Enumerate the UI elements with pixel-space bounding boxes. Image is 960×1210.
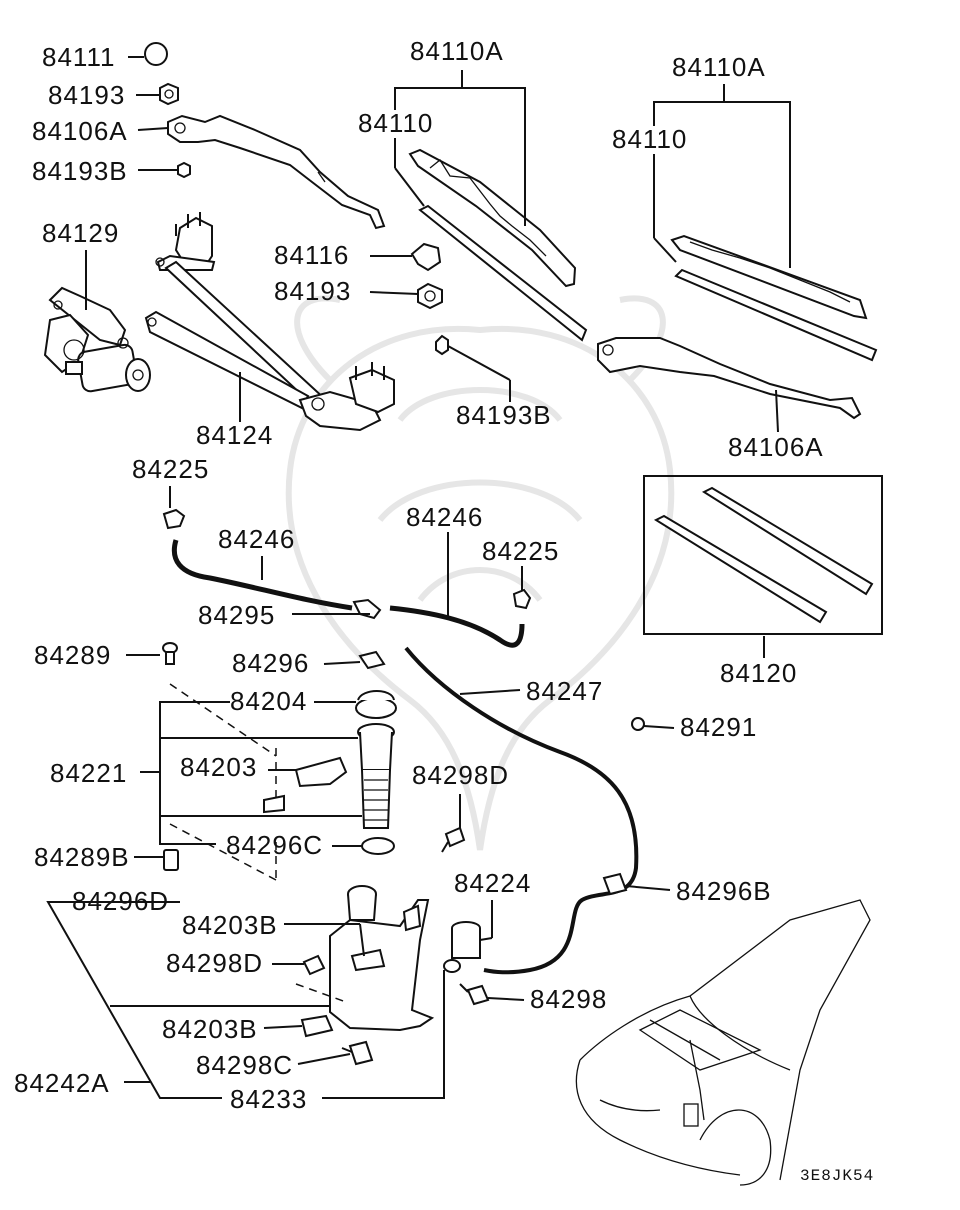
- hose-84246-right: [389, 605, 525, 648]
- label-84298D-low: 84298D: [166, 948, 263, 978]
- nozzle-84225-left: [162, 508, 186, 530]
- hose-84246-left: [171, 539, 353, 611]
- label-84295: 84295: [198, 600, 275, 630]
- label-84225-right: 84225: [482, 536, 559, 566]
- bracket-84203B-low: [300, 1014, 334, 1038]
- label-84203B-low: 84203B: [162, 1014, 258, 1044]
- label-84110A-right: 84110A: [672, 52, 766, 82]
- clip-84296: [358, 650, 386, 670]
- diagram-code: 3E8JK54: [800, 1167, 874, 1185]
- leader-lines: [46, 56, 791, 1099]
- screw-84298D-mid: [441, 826, 466, 853]
- nut-84193B-mid: [435, 334, 449, 356]
- hose-84247: [404, 646, 639, 975]
- band-84296C: [361, 837, 395, 855]
- label-84129: 84129: [42, 218, 119, 248]
- nut-84291: [631, 717, 645, 731]
- clip-84296B: [602, 872, 628, 896]
- screw-84298C: [341, 1040, 374, 1066]
- wiper-blade-84110-right: [670, 234, 878, 362]
- cap-84111: [144, 42, 168, 66]
- washer-pump-84224: [443, 921, 481, 973]
- label-84111: 84111: [42, 42, 115, 72]
- nozzle-84225-right: [512, 588, 532, 610]
- wiper-arm-84106A-left: [167, 114, 386, 230]
- label-84233: 84233: [230, 1084, 307, 1114]
- label-84193B-mid: 84193B: [456, 400, 552, 430]
- wiper-linkage-84124: [144, 212, 395, 432]
- label-84298C: 84298C: [196, 1050, 293, 1080]
- washer-tank-84242A: [329, 885, 435, 1032]
- wiper-motor-84129: [43, 286, 151, 393]
- bracket-84203: [263, 756, 348, 814]
- label-84203: 84203: [180, 752, 257, 782]
- nut-84193-mid: [417, 282, 443, 310]
- nut-84193B-left: [177, 161, 191, 179]
- label-84298: 84298: [530, 984, 607, 1014]
- vehicle-location-sketch: [575, 899, 871, 1186]
- filler-cap-84204: [355, 690, 397, 719]
- cap-84116: [410, 242, 442, 272]
- label-84116: 84116: [274, 240, 349, 270]
- label-84246-left: 84246: [218, 524, 295, 554]
- screw-84298D-low: [302, 954, 326, 976]
- bolt-84289B: [163, 849, 179, 871]
- label-84296D: 84296D: [72, 886, 169, 916]
- blade-refill-box-84120: [643, 475, 883, 635]
- label-84291: 84291: [680, 712, 757, 742]
- label-84246-right: 84246: [406, 502, 483, 532]
- label-84203B-top: 84203B: [182, 910, 278, 940]
- screw-84298: [459, 983, 490, 1006]
- bolt-84289: [162, 642, 178, 665]
- label-84221: 84221: [50, 758, 127, 788]
- label-84106A-left: 84106A: [32, 116, 128, 146]
- filler-neck-84221: [357, 723, 395, 829]
- label-84296: 84296: [232, 648, 309, 678]
- label-84204: 84204: [230, 686, 307, 716]
- label-84296C: 84296C: [226, 830, 323, 860]
- label-84106A-right: 84106A: [728, 432, 824, 462]
- label-84242A: 84242A: [14, 1068, 110, 1098]
- wiper-blade-84110-mid: [408, 148, 588, 342]
- label-84225-left: 84225: [132, 454, 209, 484]
- label-84124: 84124: [196, 420, 273, 450]
- label-84110A-mid: 84110A: [410, 36, 504, 66]
- label-84289B: 84289B: [34, 842, 130, 872]
- label-84298D-mid: 84298D: [412, 760, 509, 790]
- label-84289: 84289: [34, 640, 111, 670]
- joint-84295: [352, 598, 382, 620]
- wiper-arm-84106A-right: [597, 337, 862, 420]
- label-84296B: 84296B: [676, 876, 772, 906]
- label-84193-top: 84193: [48, 80, 125, 110]
- label-84120: 84120: [720, 658, 797, 688]
- label-84247: 84247: [526, 676, 603, 706]
- label-84110-right: 84110: [612, 124, 687, 154]
- label-84193-mid: 84193: [274, 276, 351, 306]
- label-84193B-left: 84193B: [32, 156, 128, 186]
- label-84110-mid: 84110: [358, 108, 433, 138]
- label-84224: 84224: [454, 868, 531, 898]
- nut-84193-top: [159, 82, 179, 106]
